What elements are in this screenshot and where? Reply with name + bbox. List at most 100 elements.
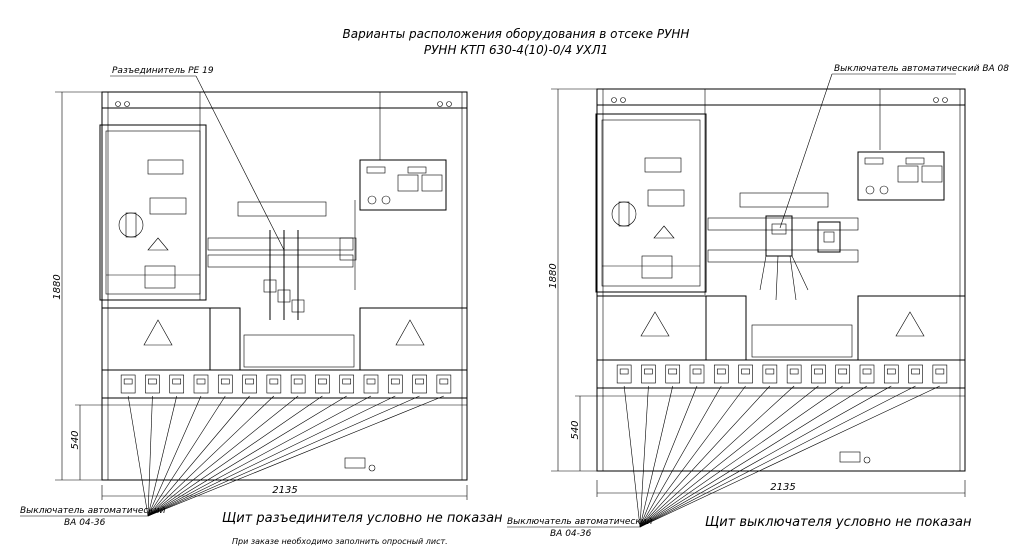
leader-line	[639, 385, 649, 528]
breaker-module	[412, 374, 427, 394]
breaker-lever	[172, 378, 182, 385]
leader-line	[639, 385, 868, 528]
leader-line	[147, 395, 250, 517]
breaker-lever	[619, 368, 629, 375]
drawing-title-line1: Варианты расположения оборудования в отс…	[343, 27, 690, 41]
breaker-lever	[692, 368, 702, 375]
breaker-module	[932, 364, 948, 384]
breaker-lever	[439, 378, 449, 385]
breaker-module	[217, 374, 233, 394]
breaker-module	[436, 374, 452, 394]
breaker-lever	[342, 378, 352, 385]
leader-line	[639, 385, 940, 528]
left-dim-width: 2135	[272, 485, 297, 496]
right-instrument-panel	[857, 151, 945, 201]
breaker-module	[883, 364, 899, 384]
left-disconnector	[207, 201, 357, 320]
breaker-lever	[415, 378, 424, 385]
leader-line	[147, 395, 444, 517]
breaker-lever	[318, 378, 327, 385]
breaker-lever	[741, 368, 750, 375]
breaker-lever	[148, 378, 157, 385]
right-side-covers	[596, 295, 966, 361]
leader-line	[147, 395, 202, 517]
breaker-lever	[911, 368, 920, 375]
drawing-title-line2: РУНН КТП 630-4(10)-0/4 УХЛ1	[424, 43, 608, 57]
leader-line	[639, 385, 698, 528]
left-callout-bottom-label-1: Выключатель автоматический	[20, 506, 166, 516]
breaker-module	[242, 374, 257, 394]
right-callout-top: Выключатель автоматический ВА 08	[779, 64, 1009, 229]
leader-line	[639, 385, 771, 528]
right-callout-bottom-label-1: Выключатель автоматический	[507, 517, 653, 527]
left-dimensions: 1880 540 2135	[52, 91, 468, 500]
breaker-lever	[668, 368, 678, 375]
leader-line	[147, 395, 153, 517]
left-dim-height: 1880	[52, 274, 63, 299]
leader-line	[147, 395, 299, 517]
left-callout-bottom-label-2: ВА 04-36	[64, 518, 106, 528]
order-note: При заказе необходимо заполнить опросный…	[232, 537, 448, 546]
breaker-module	[859, 364, 875, 384]
right-dimensions: 1880 540 2135	[548, 88, 966, 497]
breaker-module	[811, 364, 826, 384]
right-caption: Щит выключателя условно не показан	[705, 515, 972, 530]
left-breaker-row	[101, 369, 468, 399]
breaker-lever	[366, 378, 376, 385]
leader-line	[147, 395, 226, 517]
left-caption: Щит разъединителя условно не показан	[222, 511, 503, 526]
leader-line	[127, 395, 149, 517]
leader-line	[147, 395, 420, 517]
leader-line	[147, 395, 323, 517]
breaker-lever	[293, 378, 303, 385]
breaker-lever	[838, 368, 848, 375]
breaker-lever	[716, 368, 726, 375]
breaker-lever	[886, 368, 896, 375]
breaker-module	[835, 364, 851, 384]
left-callout-bottom	[127, 395, 444, 517]
right-control-box	[595, 113, 707, 293]
breaker-module	[363, 374, 379, 394]
breaker-module	[616, 364, 632, 384]
leader-line	[639, 385, 722, 528]
breaker-module	[387, 374, 403, 394]
leader-line	[147, 395, 275, 517]
breaker-module	[266, 374, 282, 394]
leader-line	[639, 385, 795, 528]
leader-line	[623, 385, 641, 528]
breaker-module	[315, 374, 330, 394]
breaker-lever	[245, 378, 254, 385]
leader-line	[147, 395, 347, 517]
breaker-module	[290, 374, 306, 394]
breaker-lever	[935, 368, 945, 375]
right-callout-bottom-label-2: ВА 04-36	[550, 529, 592, 539]
leader-line	[147, 395, 178, 517]
breaker-lever	[220, 378, 230, 385]
breaker-module	[339, 374, 355, 394]
leader-line	[639, 385, 916, 528]
breaker-module	[689, 364, 705, 384]
left-callout-top: Разъединитель РЕ 19	[110, 66, 285, 251]
right-dim-height: 1880	[548, 263, 559, 288]
leader-line	[147, 395, 396, 517]
breaker-module	[641, 364, 656, 384]
breaker-lever	[862, 368, 872, 375]
breaker-module	[762, 364, 778, 384]
breaker-lever	[390, 378, 400, 385]
breaker-lever	[644, 368, 653, 375]
right-circuit-breaker	[707, 192, 859, 301]
left-cabinet-view: 1880 540 2135 Разъединитель РЕ 19 Выключ…	[20, 66, 503, 546]
breaker-module	[120, 374, 136, 394]
right-callout-bottom	[623, 385, 940, 528]
breaker-module	[145, 374, 160, 394]
leader-line	[639, 385, 843, 528]
breaker-lever	[765, 368, 775, 375]
breaker-lever	[269, 378, 279, 385]
left-callout-top-label: Разъединитель РЕ 19	[112, 66, 214, 76]
leader-line	[147, 395, 372, 517]
breaker-lever	[123, 378, 133, 385]
right-dim-lower: 540	[570, 420, 581, 439]
breaker-module	[193, 374, 209, 394]
leader-line	[639, 385, 674, 528]
